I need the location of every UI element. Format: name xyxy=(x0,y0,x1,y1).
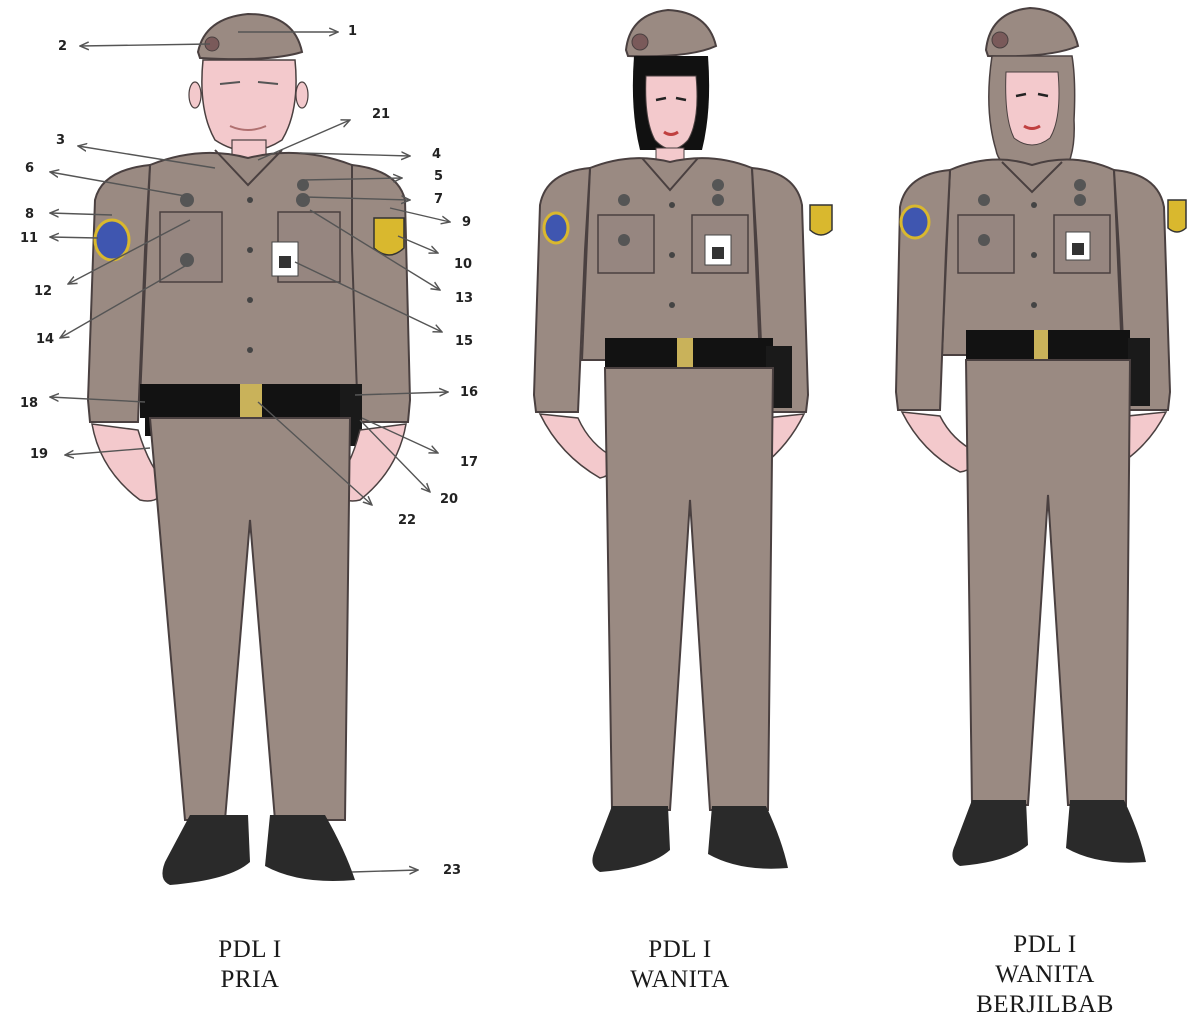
right-shoulder-patch xyxy=(810,205,832,235)
callout-4: 4 xyxy=(432,147,441,162)
caption-wanita-berjilbab: PDL I WANITA BERJILBAB xyxy=(960,930,1130,1020)
callout-17: 17 xyxy=(460,455,478,470)
beret-badge-icon xyxy=(632,34,648,50)
callout-22: 22 xyxy=(398,513,416,528)
caption-pria: PDL I PRIA xyxy=(170,935,330,995)
caption-wanita: PDL I WANITA xyxy=(600,935,760,995)
callout-20: 20 xyxy=(440,492,458,507)
callout-3: 3 xyxy=(56,133,65,148)
callout-21: 21 xyxy=(372,107,390,122)
callout-13: 13 xyxy=(455,291,473,306)
figure-wanita-berjilbab xyxy=(896,8,1186,866)
callout-6: 6 xyxy=(25,161,34,176)
callout-11: 11 xyxy=(20,231,38,246)
caption-line: PRIA xyxy=(170,965,330,995)
left-shoulder-patch xyxy=(544,213,568,243)
callout-12: 12 xyxy=(34,284,52,299)
caption-line: PDL I xyxy=(170,935,330,965)
caption-line: BERJILBAB xyxy=(960,990,1130,1020)
callout-8: 8 xyxy=(25,207,34,222)
callout-10: 10 xyxy=(454,257,472,272)
callout-18: 18 xyxy=(20,396,38,411)
callout-9: 9 xyxy=(462,215,471,230)
left-shoulder-patch xyxy=(901,206,929,238)
left-shoe xyxy=(162,815,250,885)
right-shoe xyxy=(265,815,355,881)
caption-line: WANITA xyxy=(960,960,1130,990)
callout-7: 7 xyxy=(434,192,443,207)
callout-1: 1 xyxy=(348,24,357,39)
caption-line: WANITA xyxy=(600,965,760,995)
head xyxy=(202,60,296,151)
figure-wanita xyxy=(534,10,832,872)
beret-badge-icon xyxy=(992,32,1008,48)
face xyxy=(1006,72,1059,145)
callout-15: 15 xyxy=(455,334,473,349)
callout-5: 5 xyxy=(434,169,443,184)
right-shoulder-patch xyxy=(1168,200,1186,232)
trousers xyxy=(150,418,350,820)
callout-2: 2 xyxy=(58,39,67,54)
caption-line: PDL I xyxy=(600,935,760,965)
callout-19: 19 xyxy=(30,447,48,462)
beret xyxy=(198,14,302,59)
trousers xyxy=(605,368,773,810)
trousers xyxy=(966,360,1130,805)
callout-16: 16 xyxy=(460,385,478,400)
callout-14: 14 xyxy=(36,332,54,347)
callout-23: 23 xyxy=(443,863,461,878)
caption-line: PDL I xyxy=(960,930,1130,960)
